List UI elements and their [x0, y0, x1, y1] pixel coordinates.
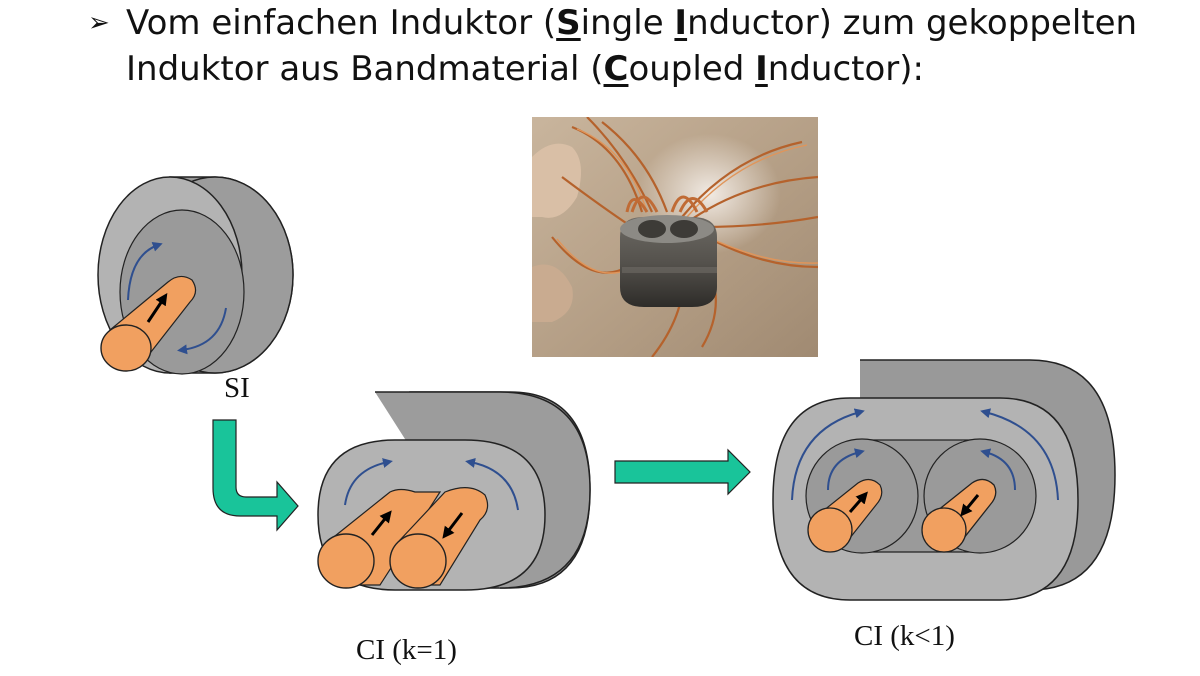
ci-k1-inductor [317, 391, 591, 591]
label-ci-k1: CI (k=1) [356, 634, 457, 666]
coupled-inductor-photo [532, 117, 818, 357]
bullet-text-part: oupled [628, 49, 756, 89]
bullet-text-part: ingle [580, 3, 675, 43]
bullet-highlight-s: S [556, 3, 581, 43]
label-ci-k-less-1: CI (k<1) [854, 620, 955, 652]
bullet-highlight-i2: I [755, 49, 768, 89]
photo-illustration [532, 117, 818, 357]
ci-k-less-1-inductor [772, 359, 1116, 601]
bullet-highlight-i: I [674, 3, 688, 43]
bullet-highlight-c: C [603, 49, 629, 89]
bullet-text-part: nductor) zum gekoppelten Induktor aus Ba… [126, 3, 1138, 89]
bullet-text: Vom einfachen Induktor (Single Inductor)… [126, 0, 1166, 92]
bullet-text-part: nductor): [767, 49, 925, 89]
label-si: SI [224, 372, 250, 404]
straight-transition-arrow [614, 448, 751, 496]
bullet-text-part: Vom einfachen Induktor ( [126, 3, 557, 43]
si-inductor [97, 176, 294, 375]
bullet-arrow-icon: ➢ [88, 8, 110, 38]
bent-transition-arrow [212, 419, 299, 532]
